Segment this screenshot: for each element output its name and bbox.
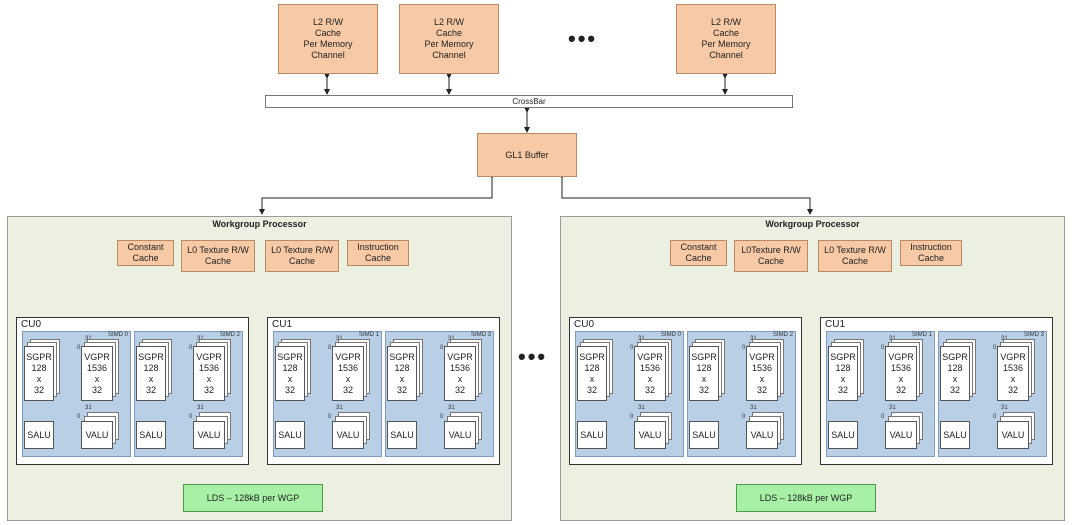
lane-index-low: 0	[328, 345, 332, 351]
constant-cache: Constant Cache	[117, 240, 174, 266]
vgpr-register-file: VGPR 1536 x 32	[997, 346, 1029, 401]
cu-label: CU1	[272, 319, 293, 330]
sgpr-register-file: SGPR 128 x 32	[24, 346, 54, 401]
instruction-cache: Instruction Cache	[347, 240, 409, 266]
crossbar: CrossBar	[265, 95, 793, 108]
lane-index-low: 0	[77, 414, 81, 420]
lane-index-low: 0	[440, 345, 444, 351]
simd-label: SIMD 3	[470, 332, 491, 338]
lane-index-low: 0	[993, 414, 997, 420]
vgpr-register-file: VGPR 1536 x 32	[81, 346, 113, 401]
lane-index-low: 0	[189, 414, 193, 420]
l0-texture-cache: L0Texture R/W Cache	[734, 240, 808, 272]
salu-unit: SALU	[940, 421, 970, 449]
valu-unit: VALU	[444, 421, 476, 449]
constant-cache: Constant Cache	[670, 240, 727, 266]
l2-ellipsis: •••	[568, 26, 598, 51]
sgpr-register-file: SGPR 128 x 32	[940, 346, 970, 401]
salu-unit: SALU	[689, 421, 719, 449]
lane-index-low: 0	[77, 345, 81, 351]
simd-label: SIMD 1	[911, 332, 932, 338]
salu-unit: SALU	[387, 421, 417, 449]
lane-index-low: 0	[742, 414, 746, 420]
cu-label: CU0	[574, 319, 595, 330]
valu-unit: VALU	[634, 421, 666, 449]
salu-unit: SALU	[275, 421, 305, 449]
wgp-title: Workgroup Processor	[212, 219, 307, 229]
sgpr-register-file: SGPR 128 x 32	[275, 346, 305, 401]
lds-memory: LDS – 128kB per WGP	[183, 484, 323, 512]
lane-index-high: 31	[638, 405, 645, 411]
lane-index-high: 31	[197, 405, 204, 411]
lane-index-low: 0	[630, 414, 634, 420]
lane-index-low: 0	[881, 345, 885, 351]
valu-unit: VALU	[746, 421, 778, 449]
simd-label: SIMD 1	[358, 332, 379, 338]
lane-index-low: 0	[630, 345, 634, 351]
simd-label: SIMD 2	[772, 332, 793, 338]
lane-index-high: 31	[336, 405, 343, 411]
lane-index-low: 0	[742, 345, 746, 351]
lds-memory: LDS – 128kB per WGP	[736, 484, 876, 512]
simd-label: SIMD 0	[107, 332, 128, 338]
sgpr-register-file: SGPR 128 x 32	[689, 346, 719, 401]
valu-unit: VALU	[81, 421, 113, 449]
vgpr-register-file: VGPR 1536 x 32	[746, 346, 778, 401]
vgpr-register-file: VGPR 1536 x 32	[193, 346, 225, 401]
l2-cache-0: L2 R/W Cache Per Memory Channel	[278, 4, 378, 74]
vgpr-register-file: VGPR 1536 x 32	[332, 346, 364, 401]
simd-label: SIMD 3	[1023, 332, 1044, 338]
sgpr-register-file: SGPR 128 x 32	[136, 346, 166, 401]
l0-texture-cache: L0 Texture R/W Cache	[181, 240, 255, 272]
lane-index-low: 0	[993, 345, 997, 351]
valu-unit: VALU	[193, 421, 225, 449]
gl1-buffer: GL1 Buffer	[477, 133, 577, 177]
l0-texture-cache: L0 Texture R/W Cache	[265, 240, 339, 272]
vgpr-register-file: VGPR 1536 x 32	[444, 346, 476, 401]
sgpr-register-file: SGPR 128 x 32	[828, 346, 858, 401]
l0-texture-cache: L0 Texture R/W Cache	[818, 240, 892, 272]
lane-index-low: 0	[440, 414, 444, 420]
vgpr-register-file: VGPR 1536 x 32	[885, 346, 917, 401]
lane-index-low: 0	[189, 345, 193, 351]
sgpr-register-file: SGPR 128 x 32	[577, 346, 607, 401]
lane-index-low: 0	[881, 414, 885, 420]
lane-index-low: 0	[328, 414, 332, 420]
lane-index-high: 31	[1001, 405, 1008, 411]
l2-cache-1: L2 R/W Cache Per Memory Channel	[399, 4, 499, 74]
salu-unit: SALU	[577, 421, 607, 449]
valu-unit: VALU	[332, 421, 364, 449]
simd-label: SIMD 0	[660, 332, 681, 338]
lane-index-high: 31	[85, 405, 92, 411]
lane-index-high: 31	[750, 405, 757, 411]
cu-label: CU1	[825, 319, 846, 330]
valu-unit: VALU	[997, 421, 1029, 449]
cu-label: CU0	[21, 319, 42, 330]
vgpr-register-file: VGPR 1536 x 32	[634, 346, 666, 401]
sgpr-register-file: SGPR 128 x 32	[387, 346, 417, 401]
salu-unit: SALU	[828, 421, 858, 449]
lane-index-high: 31	[889, 405, 896, 411]
instruction-cache: Instruction Cache	[900, 240, 962, 266]
simd-label: SIMD 2	[219, 332, 240, 338]
wgp-title: Workgroup Processor	[765, 219, 860, 229]
l2-cache-2: L2 R/W Cache Per Memory Channel	[676, 4, 776, 74]
wgp-ellipsis: •••	[518, 344, 548, 369]
salu-unit: SALU	[24, 421, 54, 449]
valu-unit: VALU	[885, 421, 917, 449]
salu-unit: SALU	[136, 421, 166, 449]
lane-index-high: 31	[448, 405, 455, 411]
